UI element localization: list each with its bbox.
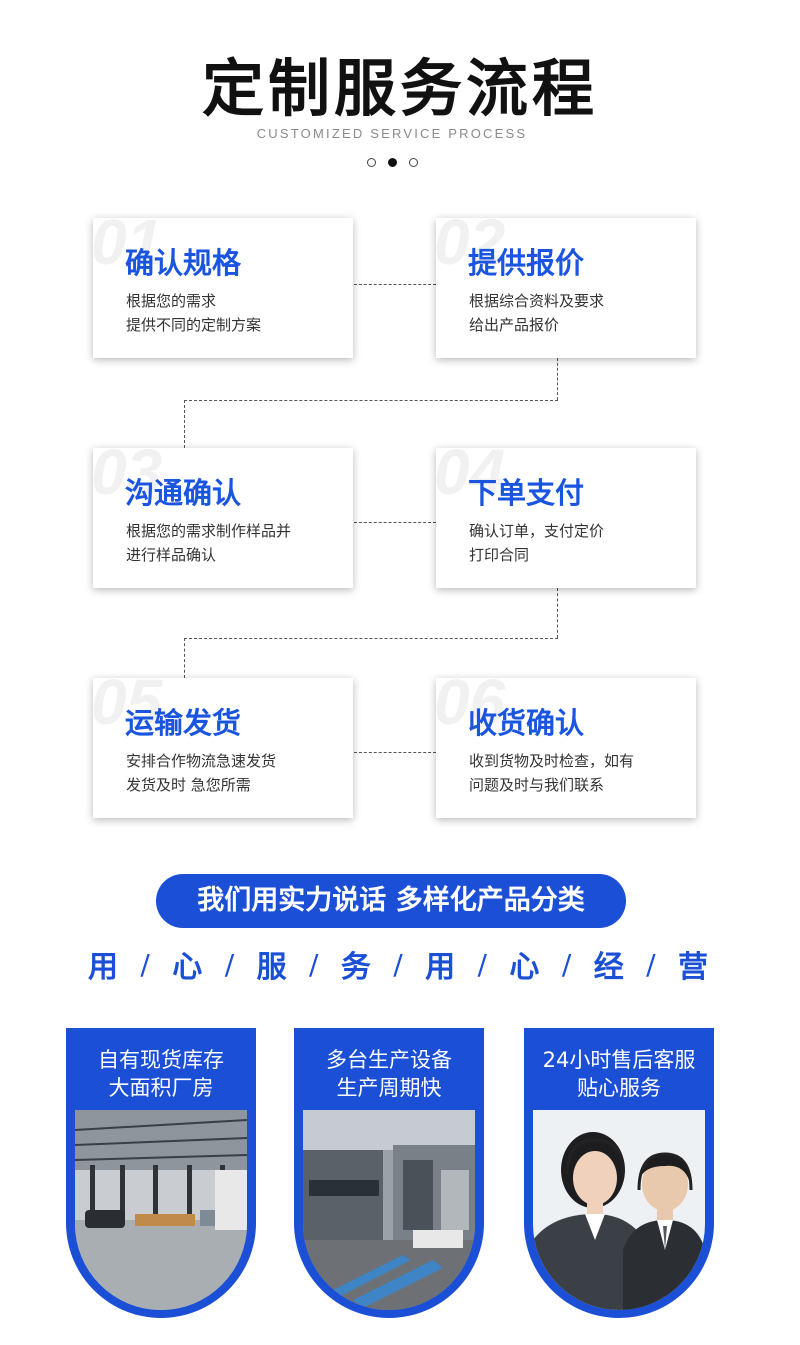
feature-warehouse: 自有现货库存 大面积厂房 bbox=[66, 1028, 256, 1318]
customer-service-photo bbox=[533, 1110, 705, 1310]
connector-line bbox=[354, 752, 436, 753]
step-card-6: 06 收货确认 收到货物及时检查，如有 问题及时与我们联系 bbox=[434, 670, 696, 818]
feature-service: 24小时售后客服 贴心服务 bbox=[524, 1028, 714, 1318]
slogan-separator: / bbox=[561, 947, 572, 981]
slogan-separator: / bbox=[393, 947, 403, 981]
connector-line bbox=[184, 400, 558, 401]
connector-line bbox=[557, 588, 558, 638]
step-desc: 给出产品报价 bbox=[469, 316, 560, 334]
step-number: 03 bbox=[91, 436, 163, 508]
feature-subtitle: 贴心服务 bbox=[577, 1076, 661, 1100]
step-card-3: 03 沟通确认 根据您的需求制作样品并 进行样品确认 bbox=[91, 440, 353, 588]
dot-icon bbox=[366, 158, 376, 167]
feature-factory: 多台生产设备 生产周期快 bbox=[294, 1028, 484, 1318]
step-number: 01 bbox=[91, 206, 163, 278]
connector-line bbox=[557, 358, 558, 400]
step-desc: 问题及时与我们联系 bbox=[469, 776, 605, 794]
slogan-separator: / bbox=[477, 947, 487, 981]
step-desc: 确认订单，支付定价 bbox=[469, 522, 605, 540]
slogan-char: 用 bbox=[425, 950, 456, 985]
connector-line bbox=[184, 400, 185, 448]
step-title: 沟通确认 bbox=[125, 476, 242, 510]
slogan-char: 经 bbox=[593, 950, 624, 985]
step-title: 确认规格 bbox=[125, 246, 242, 280]
step-desc: 安排合作物流急速发货 bbox=[126, 752, 277, 770]
step-desc: 进行样品确认 bbox=[126, 546, 217, 564]
slogan-char: 务 bbox=[340, 950, 371, 985]
slogan-char: 服 bbox=[256, 950, 287, 985]
connector-line bbox=[354, 284, 436, 285]
step-card-5: 05 运输发货 安排合作物流急速发货 发货及时 急您所需 bbox=[91, 670, 353, 818]
feature-subtitle: 大面积厂房 bbox=[108, 1076, 214, 1100]
slogan-char: 心 bbox=[509, 950, 540, 985]
step-number: 02 bbox=[434, 206, 506, 278]
feature-title: 多台生产设备 bbox=[326, 1048, 452, 1072]
feature-title: 24小时售后客服 bbox=[542, 1048, 696, 1072]
step-card-2: 02 提供报价 根据综合资料及要求 给出产品报价 bbox=[434, 210, 696, 358]
slogan-separator: / bbox=[140, 947, 150, 981]
connector-line bbox=[354, 522, 436, 523]
slogan-char: 营 bbox=[677, 950, 708, 985]
slogan-char: 用 bbox=[88, 950, 118, 985]
slogan-separator: / bbox=[224, 947, 235, 981]
step-card-1: 01 确认规格 根据您的需求 提供不同的定制方案 bbox=[91, 210, 353, 358]
feature-subtitle: 生产周期快 bbox=[336, 1076, 442, 1100]
slogan-separator: / bbox=[308, 947, 319, 981]
step-desc: 根据您的需求 bbox=[126, 292, 217, 310]
step-title: 下单支付 bbox=[468, 476, 585, 510]
step-number: 05 bbox=[91, 666, 163, 738]
connector-line bbox=[184, 638, 185, 678]
service-slogan: 用 / 心 / 服 / 务 / 用 / 心 / 经 / 营 bbox=[88, 944, 708, 986]
page-subtitle: CUSTOMIZED SERVICE PROCESS bbox=[256, 126, 528, 141]
step-desc: 打印合同 bbox=[469, 546, 530, 564]
factory-equipment-photo bbox=[303, 1110, 475, 1310]
step-card-4: 04 下单支付 确认订单，支付定价 打印合同 bbox=[434, 440, 696, 588]
slogan-separator: / bbox=[646, 947, 656, 981]
step-title: 运输发货 bbox=[125, 706, 242, 740]
step-desc: 提供不同的定制方案 bbox=[126, 316, 262, 334]
step-desc: 收到货物及时检查，如有 bbox=[469, 752, 635, 770]
dot-icon bbox=[408, 158, 418, 167]
slogan-char: 心 bbox=[172, 950, 203, 985]
carousel-dots bbox=[0, 158, 784, 167]
step-title: 收货确认 bbox=[468, 706, 585, 740]
feature-title: 自有现货库存 bbox=[98, 1048, 224, 1072]
step-title: 提供报价 bbox=[468, 246, 585, 280]
step-number: 04 bbox=[434, 436, 506, 508]
page-title: 定制服务流程 bbox=[201, 52, 598, 125]
step-desc: 根据综合资料及要求 bbox=[469, 292, 605, 310]
step-number: 06 bbox=[434, 666, 506, 738]
warehouse-photo bbox=[75, 1110, 247, 1310]
step-desc: 发货及时 急您所需 bbox=[126, 776, 251, 794]
dot-active-icon bbox=[387, 158, 397, 167]
slogan-banner: 我们用实力说话 多样化产品分类 bbox=[156, 874, 626, 928]
step-desc: 根据您的需求制作样品并 bbox=[126, 522, 292, 540]
connector-line bbox=[184, 638, 558, 639]
